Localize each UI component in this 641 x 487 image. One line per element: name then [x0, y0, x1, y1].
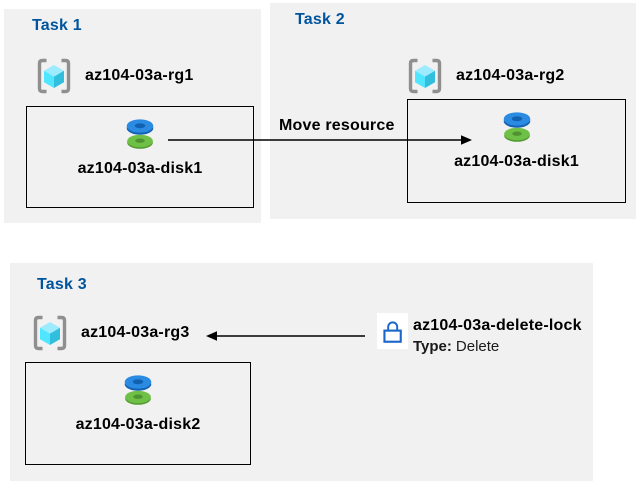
- task2-resource-box: az104-03a-disk1: [407, 99, 626, 203]
- resource-group-label: az104-03a-rg2: [456, 67, 565, 84]
- task2-panel: Task 2 az104-03a-rg2 az104-03a-disk1: [270, 3, 636, 219]
- task2-resource-group-row: az104-03a-rg2: [407, 57, 564, 95]
- disk-icon: [126, 119, 154, 149]
- resource-label: az104-03a-disk1: [454, 153, 579, 170]
- resource-label: az104-03a-disk2: [75, 416, 201, 433]
- resource-group-label: az104-03a-rg3: [81, 324, 190, 341]
- task3-resource-box: az104-03a-disk2: [25, 362, 251, 465]
- task3-title: Task 3: [37, 276, 87, 293]
- task1-title: Task 1: [32, 17, 82, 34]
- move-resource-label: Move resource: [279, 117, 395, 134]
- delete-lock-type: Type:Delete: [413, 338, 582, 355]
- lock-badge: [377, 313, 408, 349]
- resource-group-icon: [37, 58, 71, 94]
- disk-icon: [124, 375, 152, 405]
- task1-resource-box: az104-03a-disk1: [26, 106, 254, 208]
- lock-type-value: Delete: [455, 338, 500, 356]
- disk-icon: [503, 112, 530, 142]
- task1-resource-group-row: az104-03a-rg1: [36, 57, 193, 95]
- delete-lock-caption: az104-03a-delete-lock Type:Delete: [413, 317, 582, 356]
- task2-title: Task 2: [295, 11, 345, 28]
- lock-type-label: Type:: [413, 338, 452, 356]
- resource-label: az104-03a-disk1: [77, 160, 203, 177]
- resource-group-label: az104-03a-rg1: [85, 67, 194, 84]
- lock-icon: [383, 321, 402, 343]
- task1-panel: Task 1 az104-03a-rg1 az104-03a-disk1: [4, 9, 261, 223]
- task3-panel: Task 3 az104-03a-rg3 az104-03a-disk2: [10, 263, 593, 481]
- delete-lock-name: az104-03a-delete-lock: [413, 317, 582, 334]
- resource-group-icon: [33, 315, 67, 351]
- resource-group-icon: [408, 58, 442, 94]
- task3-resource-group-row: az104-03a-rg3: [32, 314, 189, 352]
